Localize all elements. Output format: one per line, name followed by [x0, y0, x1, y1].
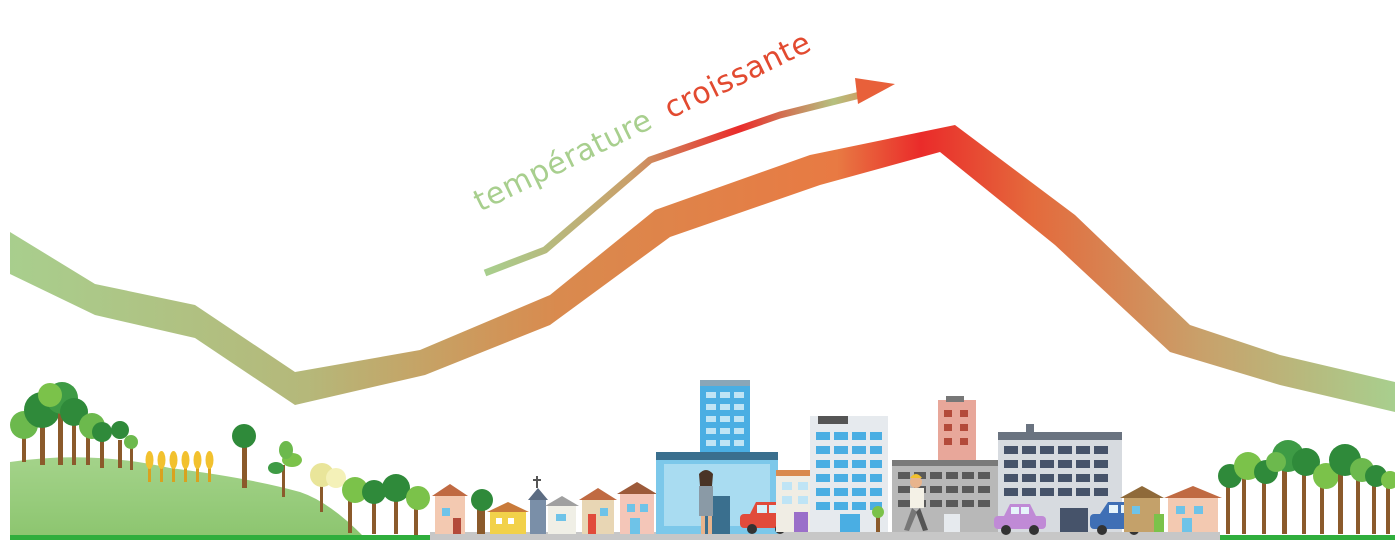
wheat-field-icon: [145, 451, 214, 482]
road: [430, 532, 1220, 540]
ground-green-right: [1220, 535, 1395, 540]
right-houses: [1120, 486, 1222, 532]
pink-tower: [938, 396, 976, 462]
ground-green-left: [10, 535, 430, 540]
right-forest: [1218, 440, 1395, 534]
grey-apartment-block: [892, 460, 1000, 532]
pink-car-icon: [994, 504, 1046, 535]
small-houses: [432, 476, 657, 534]
mid-trees: [232, 424, 430, 535]
mid-buildings: [776, 416, 888, 532]
temperature-curve: [10, 125, 1395, 412]
left-forest: [10, 382, 138, 470]
rural-hill: [10, 457, 365, 538]
man-walking-icon: [904, 474, 928, 531]
tall-office-tower: [656, 380, 778, 534]
woman-icon: [699, 470, 713, 534]
rising-arrow-icon: [483, 78, 895, 277]
caption-word-cool: température: [468, 103, 658, 220]
